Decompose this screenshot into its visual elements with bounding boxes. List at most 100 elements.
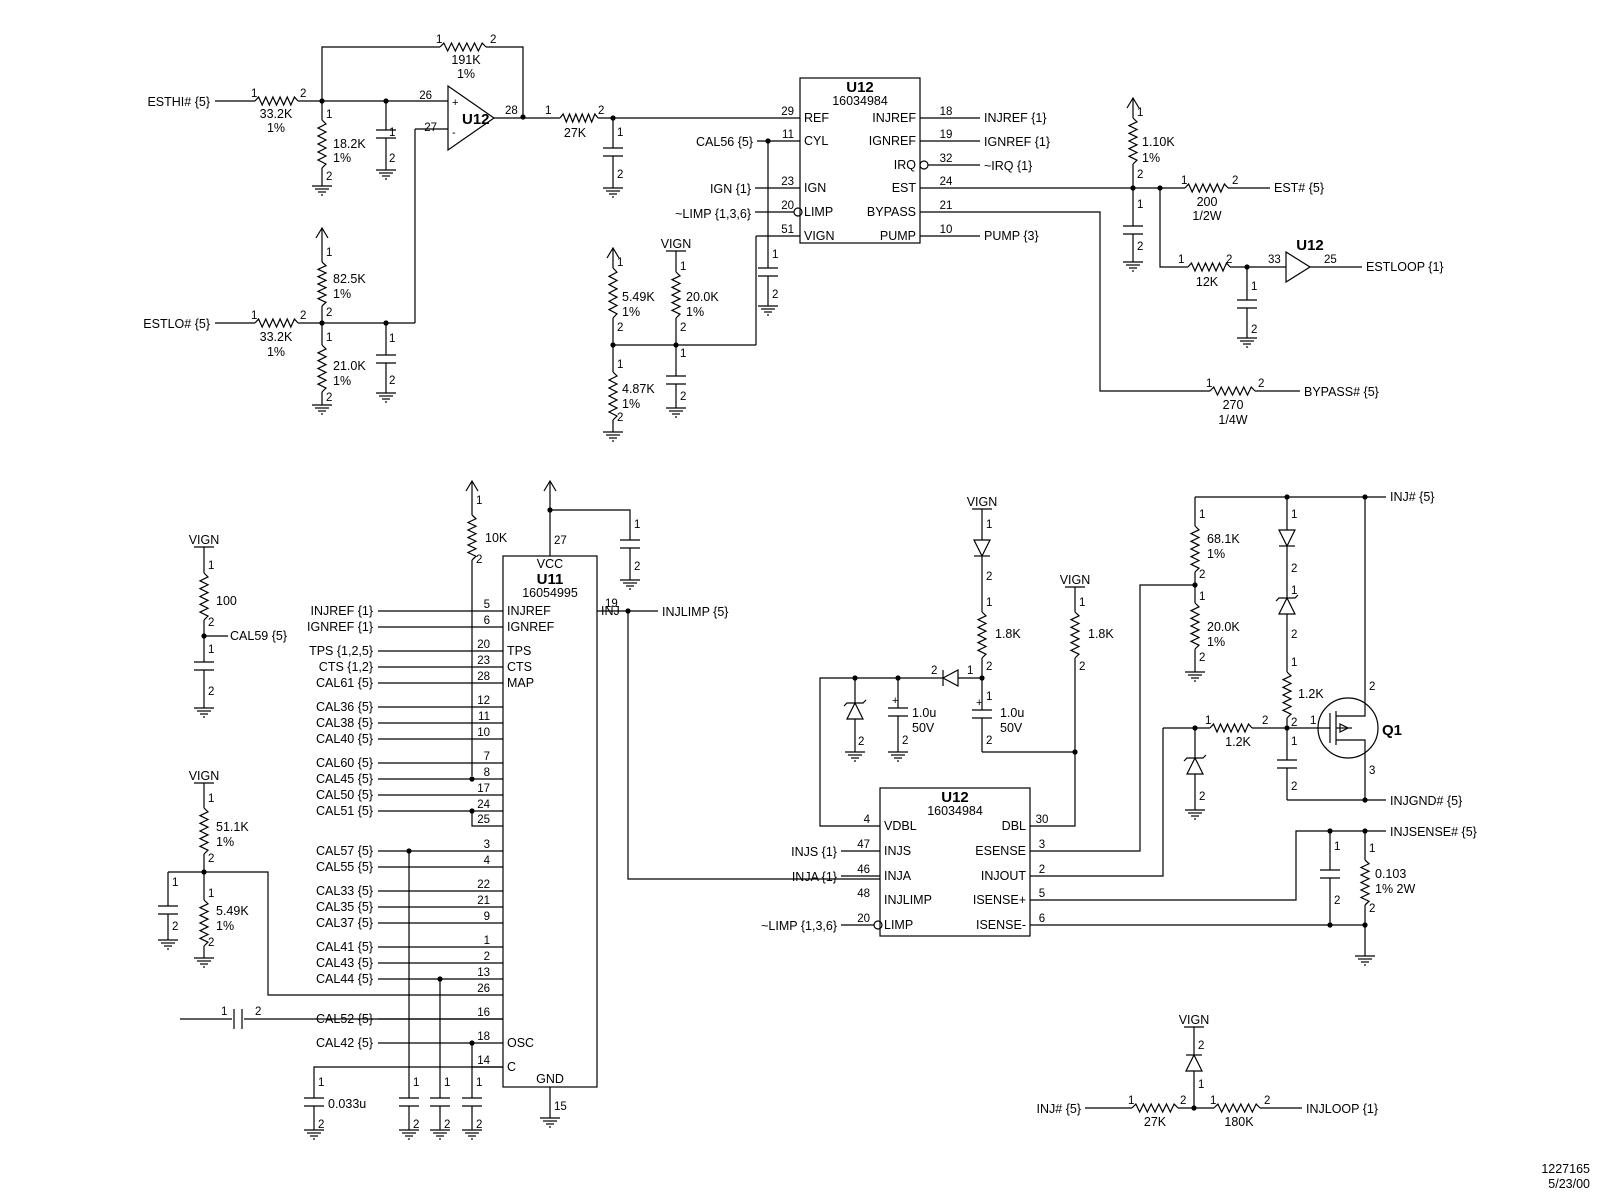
pin-name: CTS <box>507 660 532 674</box>
net-label: CAL41 {5} <box>316 940 373 954</box>
pin-number: 12 <box>477 695 490 707</box>
pin-number: 25 <box>477 814 490 826</box>
label: 1 <box>476 1077 482 1089</box>
label: 27K <box>564 126 587 140</box>
label: 10K <box>485 531 508 545</box>
pin-name: INJREF <box>872 111 916 125</box>
label: 50V <box>912 721 935 735</box>
drawing-number: 1227165 <box>1541 1162 1590 1176</box>
pin-number: 17 <box>477 783 490 795</box>
label: 1.10K <box>1142 135 1175 149</box>
supply-arrow <box>315 226 329 239</box>
resistor <box>1189 602 1201 650</box>
junction-dot <box>610 342 616 348</box>
label: 2 <box>680 322 686 334</box>
diode <box>1186 756 1204 775</box>
label: 1 <box>617 127 623 139</box>
pin-number: 10 <box>477 727 490 739</box>
pin-number: 28 <box>477 671 490 683</box>
junction-dot <box>1192 725 1198 731</box>
resistor <box>1281 671 1293 719</box>
label: 1 <box>1181 175 1187 187</box>
label: 2 <box>680 391 686 403</box>
net-label: INJREF {1} <box>984 111 1047 125</box>
label: 1 <box>436 34 442 46</box>
wire <box>1336 497 1366 717</box>
net-label: INJS {1} <box>791 845 837 859</box>
pin-number: 2 <box>1039 864 1045 876</box>
drawing-date: 5/23/00 <box>1548 1177 1590 1191</box>
pin-name: IGNREF <box>507 620 555 634</box>
junction-dot <box>547 507 553 513</box>
label: 2 <box>1226 254 1232 266</box>
label: 1 <box>772 249 778 261</box>
diode <box>843 699 867 707</box>
diode <box>1183 754 1207 762</box>
net-label: CAL61 {5} <box>316 676 373 690</box>
label: 1 <box>1291 509 1297 521</box>
junction-dot <box>765 138 771 144</box>
label: 1 <box>634 519 640 531</box>
net-label: CAL56 {5} <box>696 135 753 149</box>
ic-part: 16034984 <box>927 804 983 818</box>
label: 1 <box>1128 1095 1134 1107</box>
net-label: ESTLO# {5} <box>143 317 210 331</box>
pin-name: VDBL <box>884 819 917 833</box>
label: 27K <box>1144 1115 1167 1129</box>
pin-number: 24 <box>940 176 953 188</box>
net-label: CAL42 {5} <box>316 1036 373 1050</box>
net-label: CAL37 {5} <box>316 916 373 930</box>
label: 1 <box>1198 1079 1204 1091</box>
label: 2 <box>986 735 992 747</box>
label: 1 <box>680 348 686 360</box>
opamp-label: U12 <box>462 111 490 128</box>
label: 2 <box>1291 629 1297 641</box>
label: 1 <box>1205 715 1211 727</box>
net-label: INJGND# {5} <box>1390 794 1462 808</box>
label: 4.87K <box>622 382 655 396</box>
label: 1.8K <box>995 627 1021 641</box>
resistor <box>198 572 210 621</box>
junction-dot <box>201 869 207 875</box>
net-label: CAL40 {5} <box>316 732 373 746</box>
net-label: VIGN <box>661 237 692 251</box>
resistor <box>316 261 328 307</box>
wire <box>313 1066 503 1098</box>
resistor <box>254 95 299 107</box>
pin-name: C <box>507 1060 516 1074</box>
pin-number: 46 <box>857 864 870 876</box>
diode <box>1278 529 1296 548</box>
q1-arrow <box>1339 723 1350 733</box>
label: 2 <box>1232 175 1238 187</box>
label: 1.2K <box>1225 735 1251 749</box>
resistor <box>1127 117 1139 165</box>
buffer <box>1285 250 1312 284</box>
symbols <box>158 41 1379 1140</box>
net-label: ESTHI# {5} <box>147 95 210 109</box>
label: 1% <box>622 305 640 319</box>
pin-name: LIMP <box>804 205 833 219</box>
label: 1% <box>267 345 285 359</box>
label: 2 <box>326 171 332 183</box>
label: 2 <box>1137 241 1143 253</box>
net-label: IGN {1} <box>710 182 751 196</box>
resistor <box>559 112 599 124</box>
pin-number: 8 <box>484 767 490 779</box>
net-label: CAL52 {5} <box>316 1012 373 1026</box>
label: 33.2K <box>260 107 293 121</box>
pin-number: 21 <box>940 200 953 212</box>
pin-number: 23 <box>781 176 794 188</box>
label: 68.1K <box>1207 532 1240 546</box>
label: 2 <box>300 88 306 100</box>
label: 26 <box>419 90 432 102</box>
net-label: CAL44 {5} <box>316 972 373 986</box>
pin-number: 32 <box>940 153 953 165</box>
label: 2 <box>1137 169 1143 181</box>
label: + <box>452 97 458 109</box>
label: 2 <box>413 1119 419 1131</box>
label: 1 <box>1199 591 1205 603</box>
resistor <box>1189 525 1201 573</box>
label: 1% <box>267 121 285 135</box>
